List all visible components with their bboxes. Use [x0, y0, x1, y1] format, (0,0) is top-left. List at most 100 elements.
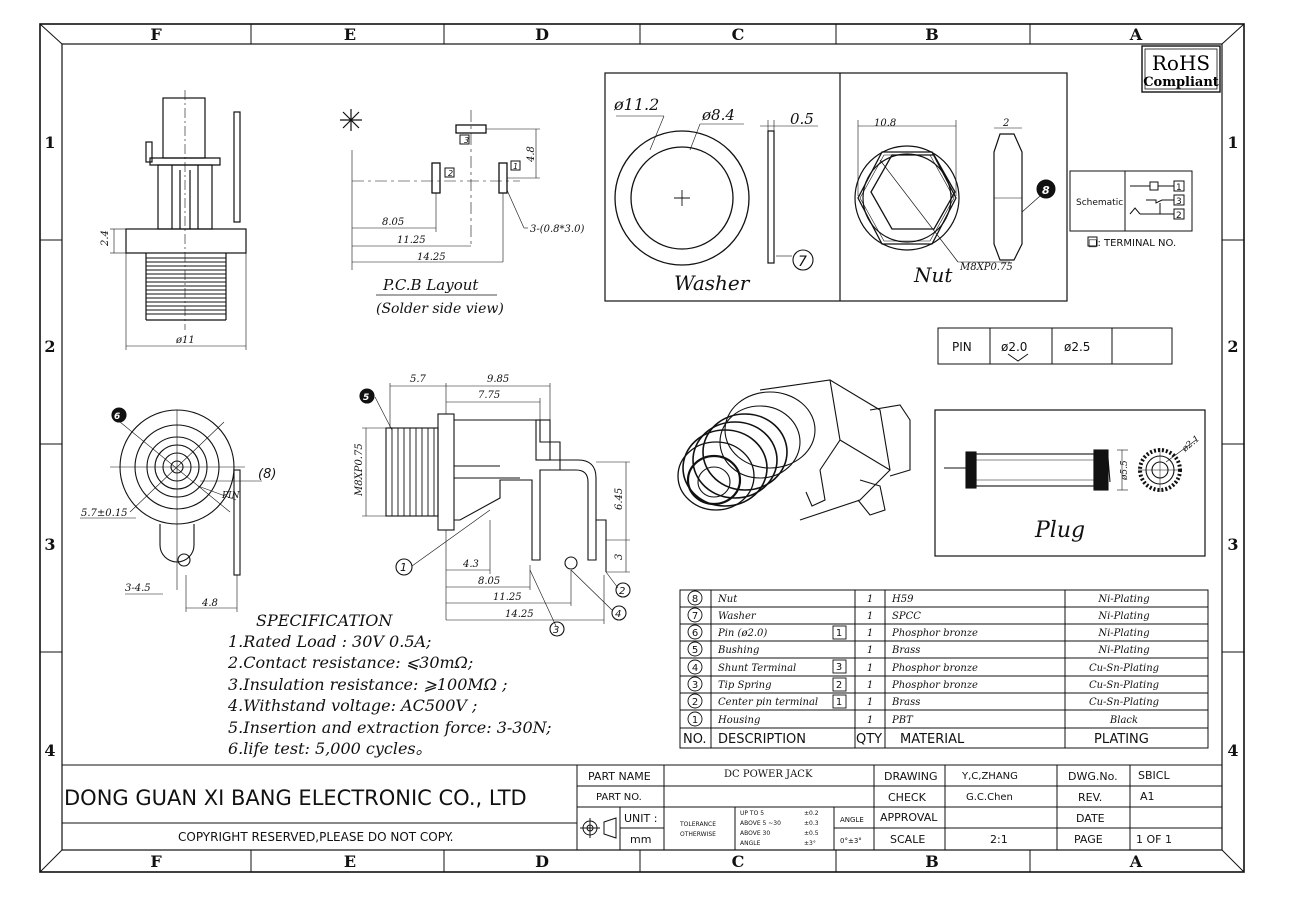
unit-value: mm	[630, 833, 651, 846]
part-name-value: DC POWER JACK	[724, 769, 813, 780]
bom-row-terminal: 3	[836, 662, 842, 673]
bom-row-no: 6	[692, 628, 698, 639]
row-label-left: 3	[44, 535, 55, 554]
plug-dim: ø2.1	[1180, 434, 1202, 455]
pin-table-text: PIN ø2.0 ø2.5	[952, 340, 1090, 354]
bom-row-description: Washer	[718, 611, 757, 622]
bom-row-terminal: 1	[836, 697, 842, 708]
washer-nut-panel	[604, 72, 1068, 302]
dim-label: 14.25	[417, 252, 446, 263]
dim-label: 4.8	[201, 598, 218, 609]
spec-item: 2.Contact resistance: ⩽30mΩ;	[227, 653, 473, 672]
bom-row-no: 3	[692, 680, 698, 691]
col-label-top: E	[344, 25, 356, 44]
col-label-bottom: B	[925, 852, 939, 871]
page-label: PAGE	[1074, 833, 1103, 846]
bom-row-no: 8	[692, 594, 698, 605]
bom-row-description: Pin (ø2.0)	[717, 628, 767, 639]
spec-title: SPECIFICATION	[256, 611, 393, 630]
dim-label: 11.25	[493, 592, 522, 603]
washer-label: Washer	[674, 271, 751, 295]
spec-item: 5.Insertion and extraction force: 3-30N;	[228, 718, 551, 737]
bom-header-qty: QTY	[856, 732, 882, 747]
callout-number: 6	[114, 412, 120, 422]
bottom-view	[80, 407, 262, 612]
bom-row-no: 7	[692, 611, 698, 622]
bom-row-material: Phosphor bronze	[891, 680, 978, 691]
col-label-top: D	[535, 25, 549, 44]
tolerance-range: ANGLE	[740, 840, 761, 847]
tolerance-range: UP TO 5	[740, 810, 764, 817]
rev-label: REV.	[1078, 791, 1102, 804]
bottom-view-label: PIN	[221, 491, 241, 501]
callout-number: 3	[553, 625, 559, 636]
dim-label: 6.45	[614, 488, 625, 510]
bom-header-description: DESCRIPTION	[718, 732, 806, 747]
jack-3d-illustration	[677, 379, 911, 521]
schematic-pin: 2	[1176, 211, 1182, 221]
schematic-label: Schematic	[1076, 198, 1123, 208]
bom-row-description: Housing	[717, 715, 760, 726]
pcb-layout-subtitle: (Solder side view)	[376, 301, 504, 317]
col-label-top: B	[925, 25, 939, 44]
callout-number: 1	[400, 561, 407, 574]
bom-row-description: Center pin terminal	[718, 697, 818, 708]
dim-label: 4.3	[462, 559, 479, 570]
row-label-right: 4	[1227, 741, 1238, 760]
dim-label: ø11	[175, 335, 195, 346]
rohs-badge: RoHS Compliant	[1141, 45, 1221, 93]
frame-labels: F E D C B A F E D C B A 1 2 3 4 1 2 3 4	[44, 25, 1238, 871]
col-label-bottom: E	[344, 852, 356, 871]
col-label-bottom: F	[150, 852, 162, 871]
row-label-right: 2	[1227, 337, 1238, 356]
tolerance-sub: OTHERWISE	[680, 831, 716, 838]
col-label-top: F	[150, 25, 162, 44]
bom-row-material: PBT	[891, 715, 914, 726]
bom-row-qty: 1	[867, 628, 873, 639]
pin-table-cell: ø2.5	[1064, 340, 1090, 354]
bom-table-grid	[679, 589, 1209, 749]
scale-label: SCALE	[890, 833, 925, 846]
bom-row-material: Phosphor bronze	[891, 663, 978, 674]
plug-label: Plug	[1034, 518, 1085, 543]
bom-row-material: Brass	[891, 645, 920, 656]
pin-table-cell: ø2.0	[1001, 340, 1027, 354]
bom-row-plating: Ni-Plating	[1097, 594, 1149, 605]
spec-item: 4.Withstand voltage: AC500V ;	[227, 696, 477, 715]
bom-row-plating: Ni-Plating	[1097, 645, 1149, 656]
pcb-pin-number: 3	[464, 136, 469, 145]
tolerance-range: ABOVE 30	[740, 830, 770, 837]
bom-row-qty: 1	[867, 611, 873, 622]
bom-header-plating: PLATING	[1094, 732, 1149, 747]
bom-row-plating: Black	[1109, 715, 1138, 726]
copyright-notice: COPYRIGHT RESERVED,PLEASE DO NOT COPY.	[178, 830, 453, 844]
tolerance-value: ±0.3	[804, 820, 819, 827]
bom-row-no: 5	[692, 645, 698, 656]
nut-label: Nut	[913, 263, 953, 287]
page-value: 1 OF 1	[1136, 833, 1172, 846]
bom-row-material: Brass	[891, 697, 920, 708]
tolerance-value: ±0.2	[804, 810, 819, 817]
side-view	[359, 383, 631, 637]
rohs-title: RoHS	[1152, 51, 1210, 75]
bom-row-description: Nut	[717, 594, 738, 605]
title-block-grid	[62, 764, 1222, 850]
bom-row-plating: Cu-Sn-Plating	[1089, 663, 1159, 674]
dim-label: 5.7±0.15	[81, 508, 128, 519]
bom-row-description: Tip Spring	[718, 680, 772, 691]
row-label-right: 3	[1227, 535, 1238, 554]
col-label-top: A	[1129, 25, 1143, 44]
specification: SPECIFICATION 1.Rated Load : 30V 0.5A; 2…	[227, 611, 551, 758]
bom-row-plating: Cu-Sn-Plating	[1089, 697, 1159, 708]
date-label: DATE	[1076, 812, 1105, 825]
dim-label: M8XP0.75	[354, 443, 365, 497]
washer-dim: ø8.4	[701, 106, 735, 124]
dim-label: 8.05	[382, 217, 404, 228]
washer-dim: ø11.2	[613, 95, 659, 114]
bom-row-description: Bushing	[717, 645, 759, 656]
check-value: G.C.Chen	[966, 792, 1013, 803]
bom-row-qty: 1	[867, 680, 873, 691]
row-label-right: 1	[1227, 133, 1238, 152]
plug-text: ø2.1 ø5.5 Plug	[1034, 434, 1202, 543]
dim-label: 9.85	[487, 374, 509, 385]
